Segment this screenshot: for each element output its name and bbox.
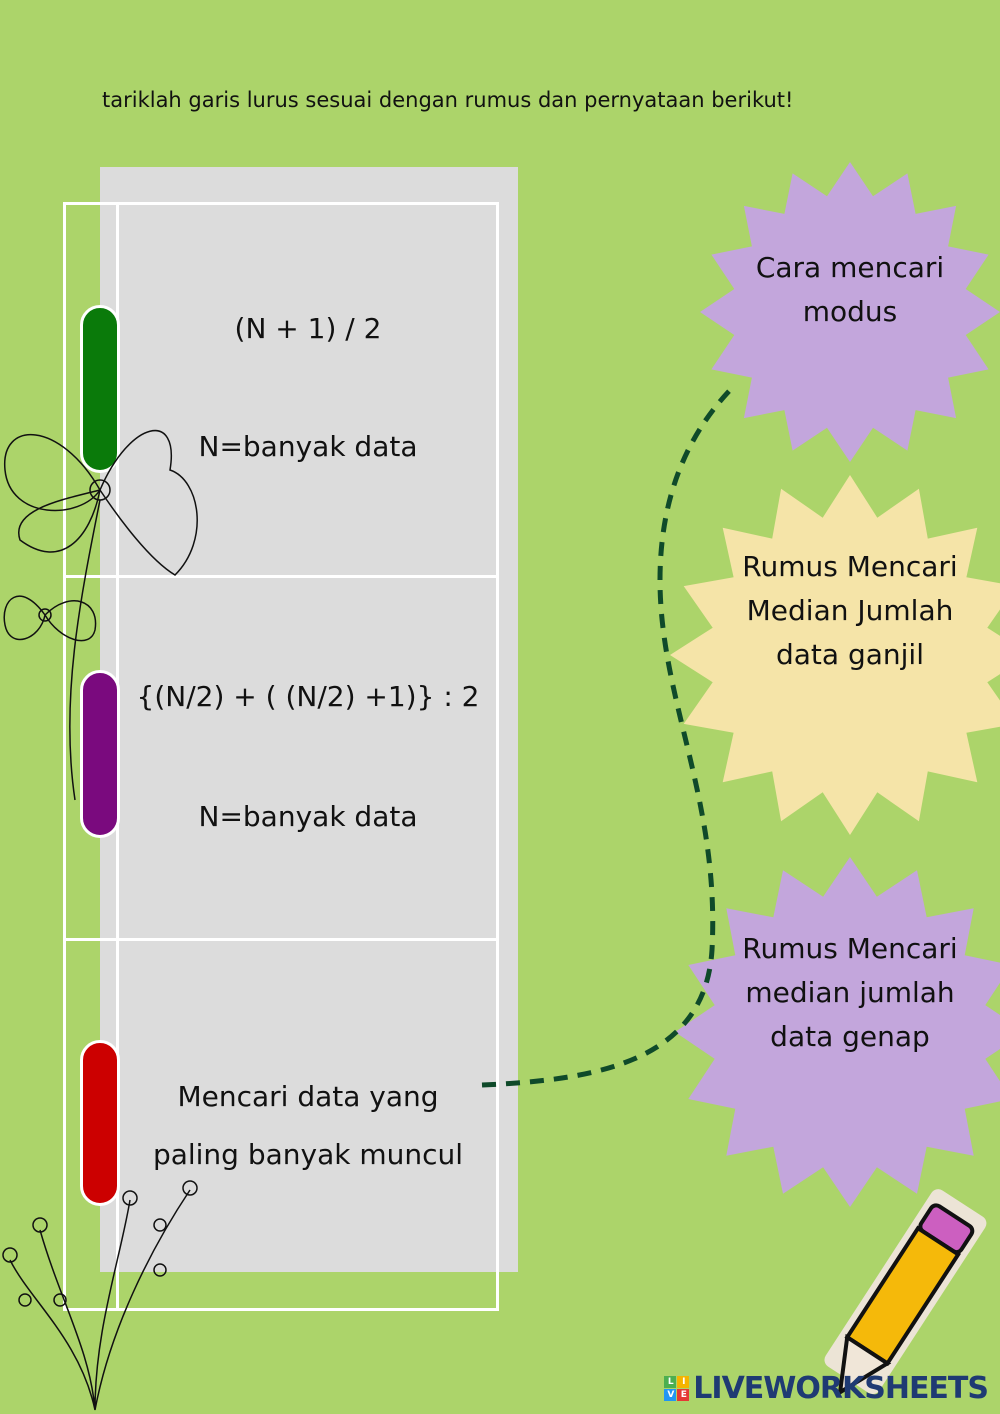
- instruction-text: tariklah garis lurus sesuai dengan rumus…: [102, 88, 794, 112]
- box-border-right: [496, 202, 499, 1310]
- answer-modus[interactable]: Cara mencari modus: [755, 251, 945, 328]
- starburst-shape[interactable]: [675, 857, 1000, 1207]
- box-border-left: [63, 202, 66, 1310]
- logo-text: LIVEWORKSHEETS: [693, 1371, 989, 1406]
- formula-median-even: {(N/2) + ( (N/2) +1)} : 2: [136, 680, 480, 713]
- flower-drawing-icon: [3, 429, 198, 801]
- badge-letter: I: [677, 1376, 690, 1388]
- formula-note: N=banyak data: [198, 430, 418, 463]
- formula-median-odd: (N + 1) / 2: [234, 312, 382, 345]
- green-connector-handle[interactable]: [80, 305, 120, 473]
- red-connector-handle[interactable]: [80, 1040, 120, 1206]
- pencil-icon: [824, 1189, 987, 1397]
- box-border-bottom: [63, 1308, 499, 1311]
- drawn-dashed-line[interactable]: [481, 383, 737, 1088]
- answer-median-odd[interactable]: Rumus Mencari Median Jumlah data ganjil: [742, 550, 958, 671]
- badge-letter: V: [664, 1389, 677, 1401]
- formula-note: N=banyak data: [198, 800, 418, 833]
- live-badge-icon: L I V E: [664, 1376, 690, 1401]
- badge-letter: E: [677, 1389, 690, 1401]
- starburst-shape[interactable]: [700, 162, 1000, 462]
- flower-sprig-icon: [2, 1180, 198, 1411]
- liveworksheets-logo: L I V E LIVEWORKSHEETS: [664, 1371, 989, 1406]
- box-border-top: [63, 202, 499, 205]
- starburst-shape[interactable]: [670, 475, 1000, 835]
- gray-panel: [100, 167, 518, 1272]
- badge-letter: L: [664, 1376, 677, 1388]
- statement-line2: paling banyak muncul: [152, 1138, 464, 1171]
- purple-connector-handle[interactable]: [80, 670, 120, 838]
- row-divider: [63, 575, 499, 578]
- row-divider: [63, 938, 499, 941]
- statement-line1: Mencari data yang: [177, 1080, 439, 1113]
- answer-median-even[interactable]: Rumus Mencari median jumlah data genap: [742, 932, 958, 1053]
